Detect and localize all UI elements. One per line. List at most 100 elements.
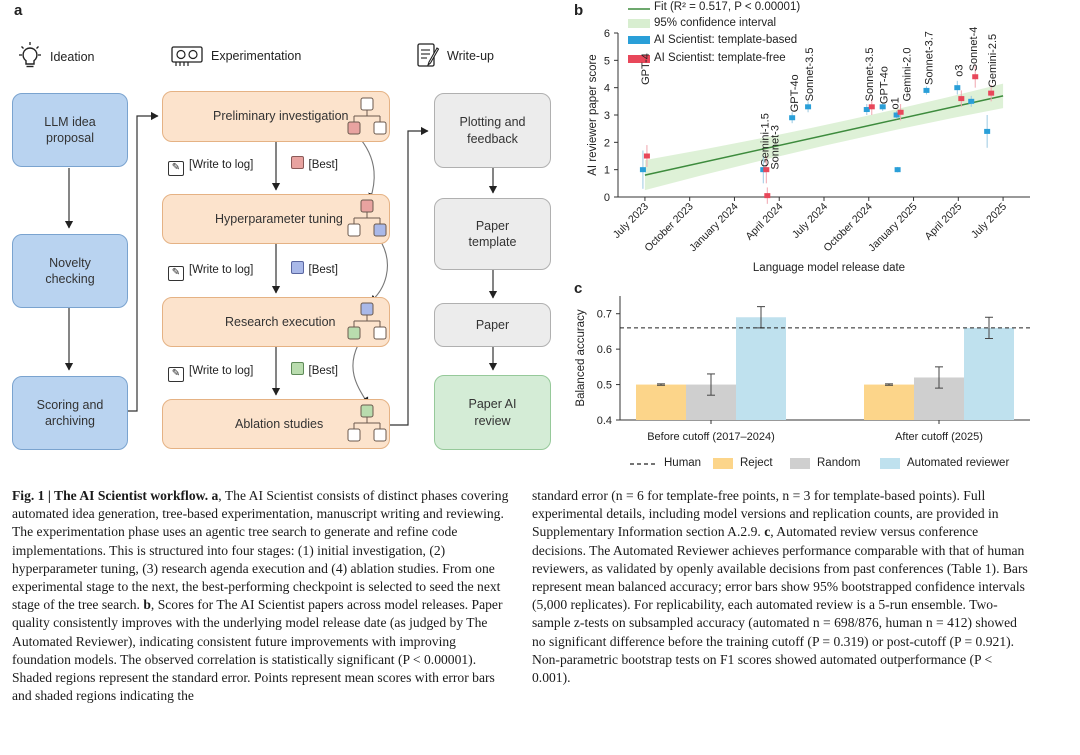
model-annotation: Gemini-1.5	[759, 113, 771, 167]
y-tick-label: 4	[604, 83, 610, 95]
data-point	[868, 104, 875, 110]
y-tick-label: 1	[604, 165, 610, 177]
best-label: [Best]	[308, 159, 338, 171]
caption-text: standard error (n = 6 for template-free …	[532, 488, 999, 540]
write-to-log-label: [Write to log]	[189, 264, 254, 276]
legend-template-based-label: AI Scientist: template-based	[654, 34, 798, 46]
panel-b-label: b	[574, 2, 584, 19]
writeup-header: Write-up	[447, 49, 495, 63]
model-annotation: GPT-4	[640, 53, 652, 85]
data-point	[984, 128, 991, 134]
legend-human-swatch	[630, 463, 658, 465]
caption-bold: c	[764, 524, 771, 540]
best-label: [Best]	[308, 365, 338, 377]
pencil-icon: ✎	[168, 161, 184, 176]
best-swatch	[290, 156, 304, 169]
legend-auto-swatch	[880, 458, 900, 469]
data-point	[805, 104, 812, 110]
caption-bold: Fig. 1 | The AI Scientist workflow. a	[12, 488, 219, 503]
pencil-icon: ✎	[168, 367, 184, 382]
novelty-checking-box: Novelty checking	[12, 234, 128, 308]
data-point	[954, 85, 961, 91]
lightbulb-icon	[19, 42, 41, 68]
x-tick-label: After cutoff (2025)	[895, 431, 983, 443]
legend-fit-swatch	[628, 8, 650, 10]
ideation-header: Ideation	[50, 50, 95, 64]
bar	[864, 384, 914, 420]
stage-label: Ablation studies	[235, 416, 324, 431]
plotting-feedback-box: Plotting and feedback	[434, 93, 551, 168]
tree-search-icon	[347, 404, 387, 442]
model-annotation: Gemini-2.0	[902, 48, 914, 102]
stage-label: Research execution	[225, 314, 336, 329]
data-point	[972, 74, 979, 80]
y-tick-label: 0.5	[597, 380, 612, 392]
tree-search-icon	[347, 97, 387, 135]
y-axis-label: AI reviewer paper score	[587, 54, 599, 175]
idea-proposal-box: LLM idea proposal	[12, 93, 128, 167]
legend-reject-label: Reject	[740, 457, 773, 469]
x-tick-label: Before cutoff (2017–2024)	[647, 431, 775, 443]
write-to-log-label: [Write to log]	[189, 365, 254, 377]
model-annotation: Sonnet-3.7	[923, 31, 935, 85]
data-point	[764, 193, 771, 199]
paper-ai-review-box: Paper AI review	[434, 375, 551, 450]
legend-auto-label: Automated reviewer	[907, 457, 1010, 469]
data-point	[958, 96, 965, 102]
caption-para: standard error (n = 6 for template-free …	[532, 487, 1032, 687]
y-axis-label: Balanced accuracy	[575, 309, 587, 406]
caption-para: Fig. 1 | The AI Scientist workflow. a, T…	[12, 487, 512, 705]
stage-label: Hyperparameter tuning	[215, 211, 343, 226]
legend-template-free-label: AI Scientist: template-free	[654, 52, 786, 64]
data-point	[879, 104, 886, 110]
model-annotation: o3	[953, 64, 965, 76]
document-pen-icon	[417, 43, 440, 67]
model-annotation: Sonnet-4	[968, 27, 980, 72]
data-point	[763, 167, 770, 173]
panel-a-label: a	[14, 2, 23, 19]
model-annotation: Sonnet-3.5	[864, 48, 876, 102]
model-annotation: o1	[890, 97, 902, 109]
bar	[964, 327, 1014, 420]
data-point	[897, 109, 904, 115]
model-annotation: Sonnet-3.5	[804, 48, 816, 102]
model-annotation: Sonnet-3	[769, 125, 781, 170]
paper-template-box: Paper template	[434, 198, 551, 270]
data-point	[893, 112, 900, 118]
panel-c-label: c	[574, 280, 583, 297]
legend-template-based-swatch	[628, 36, 650, 44]
data-point	[643, 153, 650, 159]
caption-bold: b	[143, 597, 151, 613]
pencil-icon: ✎	[168, 266, 184, 281]
gpu-card-icon	[171, 46, 203, 66]
caption-text: , The AI Scientist consists of distinct …	[12, 488, 509, 613]
stage-hyperparameter-tuning: Hyperparameter tuning	[162, 194, 390, 244]
y-tick-label: 0.7	[597, 309, 612, 321]
model-annotation: GPT-4o	[879, 66, 891, 104]
y-tick-label: 2	[604, 137, 610, 149]
fit-line	[644, 95, 1004, 176]
y-tick-label: 0.6	[597, 344, 612, 356]
ci-band	[644, 83, 1004, 191]
model-annotation: Gemini-2.5	[987, 34, 999, 88]
legend-fit-label: Fit (R² = 0.517, P < 0.00001)	[654, 1, 801, 13]
legend-template-free-swatch	[628, 55, 650, 63]
bar	[636, 384, 686, 420]
y-tick-label: 0.4	[597, 415, 612, 427]
caption-text: , Scores for The AI Scientist papers acr…	[12, 597, 503, 704]
data-point	[894, 167, 901, 173]
bar	[736, 317, 786, 420]
log-row-3: ✎ [Write to log] [Best]	[168, 362, 338, 382]
workflow-connectors	[64, 111, 498, 426]
best-swatch	[290, 362, 304, 375]
experimentation-header: Experimentation	[211, 49, 302, 63]
scoring-archiving-box: Scoring and archiving	[12, 376, 128, 450]
log-row-2: ✎[Write to log] [Best]	[168, 261, 338, 281]
model-annotation: GPT-4o	[789, 74, 801, 112]
data-point	[863, 107, 870, 113]
tree-search-icon	[347, 302, 387, 340]
data-point	[789, 115, 796, 121]
best-swatch	[290, 261, 304, 274]
